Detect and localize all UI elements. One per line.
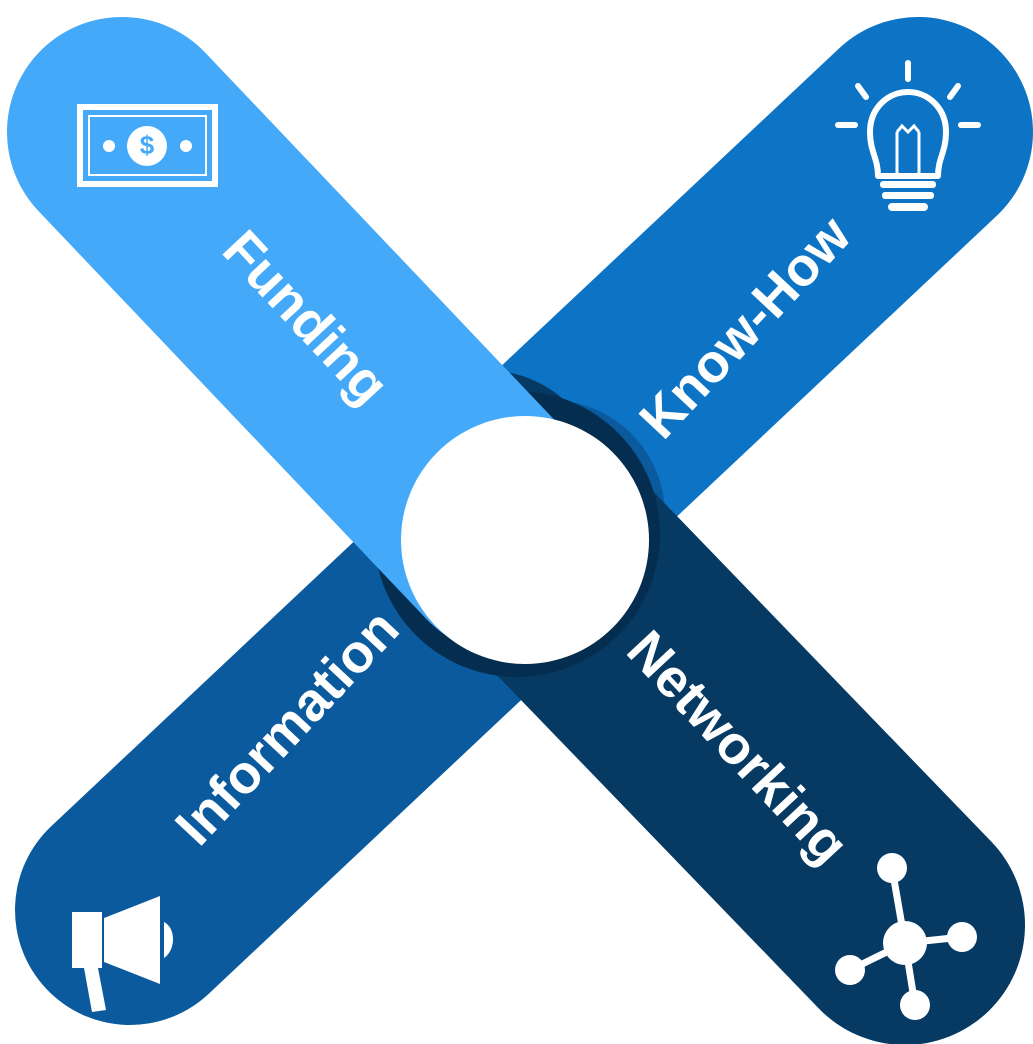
center-circle xyxy=(401,416,649,664)
svg-text:$: $ xyxy=(140,130,155,160)
money-bill-icon: $ xyxy=(77,104,218,187)
megaphone-icon xyxy=(72,896,173,1012)
network-nodes-icon xyxy=(835,853,977,1020)
lightbulb-icon xyxy=(835,60,981,211)
